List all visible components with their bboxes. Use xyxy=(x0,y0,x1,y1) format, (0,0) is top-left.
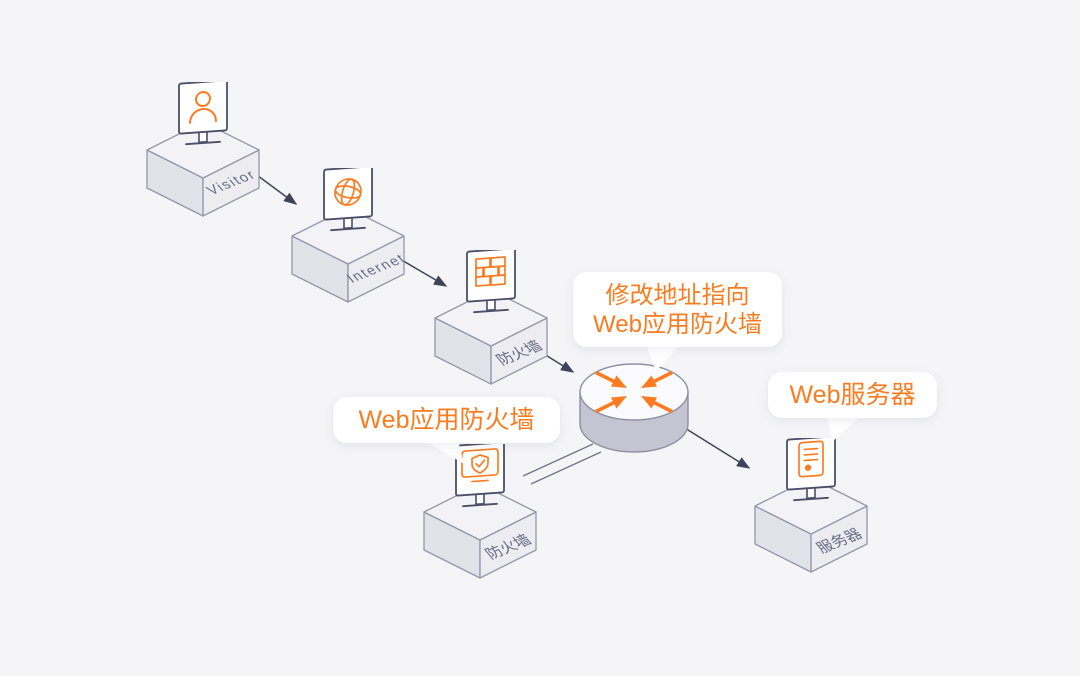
callout-waf-note: Web应用防火墙 xyxy=(333,397,560,443)
callout-redirect-note: 修改地址指向 Web应用防火墙 xyxy=(573,272,782,347)
isometric-box xyxy=(754,477,868,573)
callout-text-line1: 修改地址指向 xyxy=(605,282,750,309)
node-web-server: 服务器 xyxy=(751,438,871,578)
isometric-box xyxy=(434,289,548,385)
globe-icon xyxy=(334,178,362,206)
callout-server-note: Web服务器 xyxy=(768,372,937,418)
document-server-icon xyxy=(798,440,824,478)
callout-text-line2: Web应用防火墙 xyxy=(593,311,762,338)
node-visitor: Visitor xyxy=(143,82,263,222)
node-waf-firewall: 防火墙 xyxy=(420,444,540,584)
inward-arrows-icon xyxy=(595,371,673,413)
arrow-router-to-server xyxy=(679,424,751,469)
firewall-brick-icon xyxy=(475,256,506,287)
monitor xyxy=(323,168,373,232)
traffic-redirect-router xyxy=(579,363,689,453)
monitor xyxy=(178,82,228,146)
node-firewall-1: 防火墙 xyxy=(431,250,551,390)
link-router-waf-line2 xyxy=(530,451,602,485)
shield-check-monitor-icon xyxy=(461,448,499,483)
isometric-box xyxy=(423,483,537,579)
monitor xyxy=(455,444,505,508)
callout-text: Web服务器 xyxy=(789,381,916,409)
person-icon xyxy=(189,90,217,124)
callout-text: Web应用防火墙 xyxy=(358,406,535,434)
link-router-waf-line1 xyxy=(522,443,594,477)
node-internet: Internet xyxy=(288,168,409,308)
isometric-box xyxy=(291,207,405,303)
isometric-box xyxy=(146,121,260,217)
monitor xyxy=(466,250,516,314)
monitor xyxy=(786,438,836,502)
